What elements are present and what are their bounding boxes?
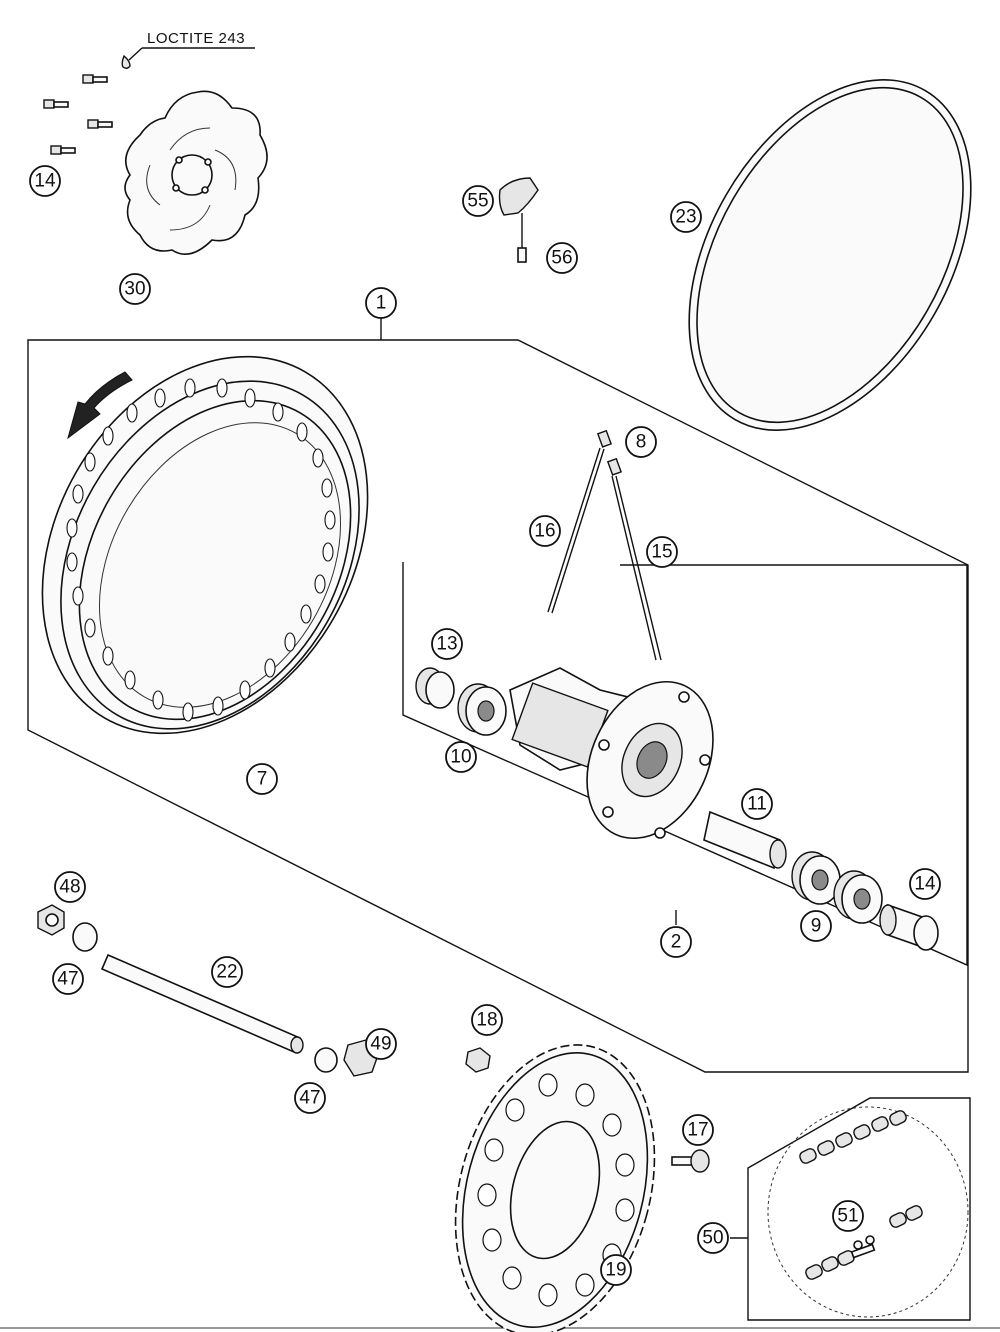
svg-text:56: 56	[551, 248, 572, 269]
svg-text:23: 23	[675, 207, 696, 228]
callouts: 14 30 55 56 23 1 8 16 15 13 10 7 11 14 9…	[29, 165, 941, 1286]
svg-text:9: 9	[811, 916, 822, 937]
washer-right	[314, 1047, 338, 1073]
svg-text:16: 16	[534, 521, 555, 542]
chain-master-link	[850, 1235, 876, 1259]
callout-18[interactable]: 18	[471, 1004, 503, 1036]
svg-text:11: 11	[747, 794, 767, 815]
svg-text:30: 30	[124, 279, 145, 300]
callout-2[interactable]: 2	[660, 926, 692, 958]
callout-12[interactable]: 14	[29, 165, 61, 197]
tube	[688, 79, 972, 431]
svg-text:51: 51	[837, 1206, 858, 1227]
disc-bolts	[43, 74, 113, 155]
callout-30[interactable]: 30	[119, 273, 151, 305]
svg-text:14: 14	[914, 874, 936, 895]
spacer-right	[879, 903, 939, 951]
svg-text:2: 2	[671, 932, 682, 953]
washer-left	[72, 922, 98, 952]
sprocket	[454, 1044, 656, 1332]
svg-text:7: 7	[257, 769, 268, 790]
spacer-left	[415, 667, 455, 709]
svg-text:55: 55	[467, 191, 488, 212]
svg-text:17: 17	[687, 1120, 708, 1141]
bearing-left	[457, 683, 507, 736]
callout-13[interactable]: 13	[431, 628, 463, 660]
chain	[767, 1106, 969, 1318]
callout-22[interactable]: 22	[211, 956, 243, 988]
callout-11[interactable]: 11	[741, 788, 773, 820]
sprocket-nut	[465, 1047, 491, 1073]
rim	[41, 355, 369, 735]
callout-51[interactable]: 51	[832, 1200, 864, 1232]
rim-spoke-holes	[66, 378, 336, 722]
callout-15[interactable]: 15	[646, 536, 678, 568]
svg-text:15: 15	[651, 542, 672, 563]
svg-text:50: 50	[702, 1228, 723, 1249]
axle-nut-left	[37, 904, 65, 936]
axle	[100, 953, 304, 1054]
svg-text:18: 18	[476, 1010, 497, 1031]
callout-7[interactable]: 7	[246, 763, 278, 795]
svg-text:13: 13	[436, 634, 457, 655]
loctite-note: LOCTITE 243	[121, 30, 255, 69]
callout-14[interactable]: 14	[909, 868, 941, 900]
hub	[509, 667, 714, 840]
axle-spacer	[703, 810, 787, 870]
loctite-label: LOCTITE 243	[147, 30, 245, 47]
svg-text:48: 48	[59, 877, 80, 898]
callout-50[interactable]: 50	[697, 1222, 729, 1254]
wheel-assembly-frame	[27, 339, 969, 1073]
callout-56[interactable]: 56	[546, 242, 578, 274]
callout-16[interactable]: 16	[529, 515, 561, 547]
hub-assembly-frame	[402, 562, 968, 967]
callout-9[interactable]: 9	[800, 910, 832, 942]
rotation-direction-arrow	[67, 371, 133, 440]
rim-lock	[498, 177, 539, 263]
svg-text:19: 19	[605, 1260, 626, 1281]
callout-10[interactable]: 10	[445, 741, 477, 773]
svg-text:10: 10	[450, 747, 471, 768]
callout-47-right[interactable]: 47	[294, 1082, 326, 1114]
leader-lines	[380, 318, 748, 1239]
sprocket-bolt	[671, 1149, 710, 1173]
svg-text:14: 14	[34, 171, 56, 192]
callout-23[interactable]: 23	[670, 201, 702, 233]
chain-assembly-frame	[747, 1097, 971, 1321]
bearing-right	[791, 851, 883, 924]
svg-text:49: 49	[370, 1034, 391, 1055]
callout-55[interactable]: 55	[462, 185, 494, 217]
spokes	[547, 429, 662, 661]
callout-8[interactable]: 8	[625, 426, 657, 458]
svg-text:47: 47	[57, 969, 78, 990]
callout-1[interactable]: 1	[365, 287, 397, 319]
callout-49[interactable]: 49	[365, 1028, 397, 1060]
brake-disc	[124, 90, 268, 256]
svg-text:47: 47	[299, 1088, 320, 1109]
callout-17[interactable]: 17	[682, 1114, 714, 1146]
svg-text:8: 8	[636, 432, 647, 453]
callout-19[interactable]: 19	[600, 1254, 632, 1286]
svg-text:22: 22	[216, 962, 237, 983]
svg-text:1: 1	[376, 293, 387, 314]
callout-47-left[interactable]: 47	[52, 963, 84, 995]
callout-48[interactable]: 48	[54, 871, 86, 903]
